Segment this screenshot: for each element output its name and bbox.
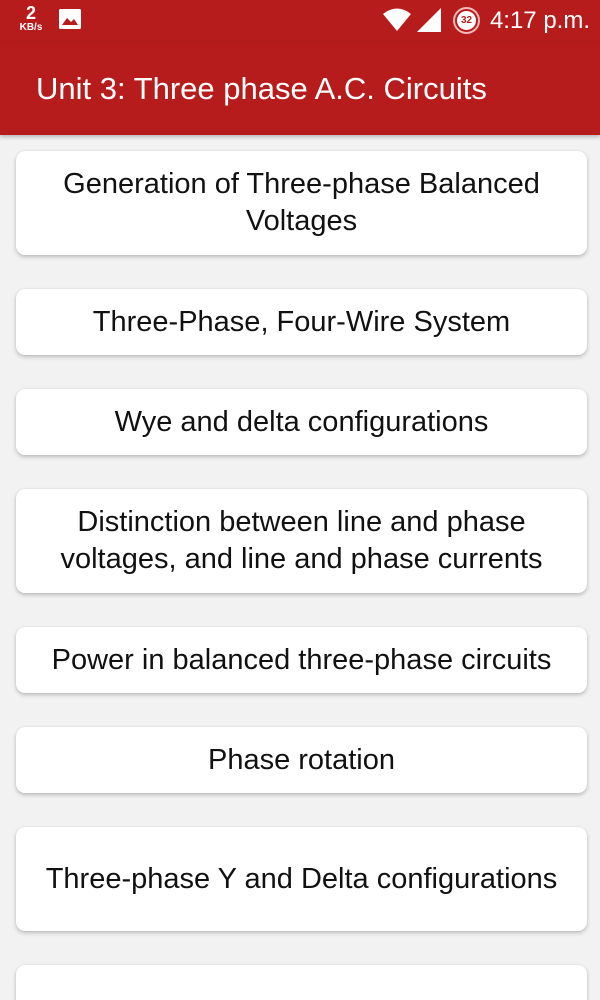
network-speed-indicator: 2 KB/s (14, 4, 48, 33)
topic-card[interactable]: Three-phase Y and Delta configurations (16, 827, 587, 931)
app-bar: Unit 3: Three phase A.C. Circuits (0, 42, 600, 135)
topic-label: Three-phase Y and Delta configurations (45, 862, 558, 895)
topic-card[interactable]: Power in balanced three-phase circuits (16, 627, 587, 693)
topic-card[interactable]: Phase rotation (16, 727, 587, 793)
topic-card[interactable] (16, 965, 587, 1000)
topic-list[interactable]: Generation of Three-phase Balanced Volta… (0, 135, 600, 1000)
topic-card[interactable]: Wye and delta configurations (16, 389, 587, 455)
topic-label: Generation of Three-phase Balanced Volta… (63, 168, 540, 237)
topic-label: Wye and delta configurations (114, 405, 489, 438)
topic-label: Phase rotation (207, 743, 395, 776)
wifi-icon (383, 8, 411, 31)
topic-card[interactable]: Generation of Three-phase Balanced Volta… (16, 151, 587, 255)
topic-label: Power in balanced three-phase circuits (51, 643, 552, 676)
topic-label: Three-Phase, Four-Wire System (92, 305, 511, 338)
status-bar: 2 KB/s 32 4:17 p.m. (0, 0, 600, 42)
topic-card[interactable]: Three-Phase, Four-Wire System (16, 289, 587, 355)
network-speed-value: 2 (25, 3, 36, 23)
image-icon (59, 9, 81, 29)
battery-icon: 32 (453, 7, 480, 34)
cell-signal-icon (417, 8, 441, 32)
page-title: Unit 3: Three phase A.C. Circuits (36, 71, 487, 106)
status-clock: 4:17 p.m. (489, 7, 590, 34)
topic-label: Distinction between line and phase volta… (60, 506, 543, 575)
battery-level: 32 (457, 11, 476, 30)
topic-card[interactable]: Distinction between line and phase volta… (16, 489, 587, 593)
network-speed-unit: KB/s (19, 22, 43, 33)
